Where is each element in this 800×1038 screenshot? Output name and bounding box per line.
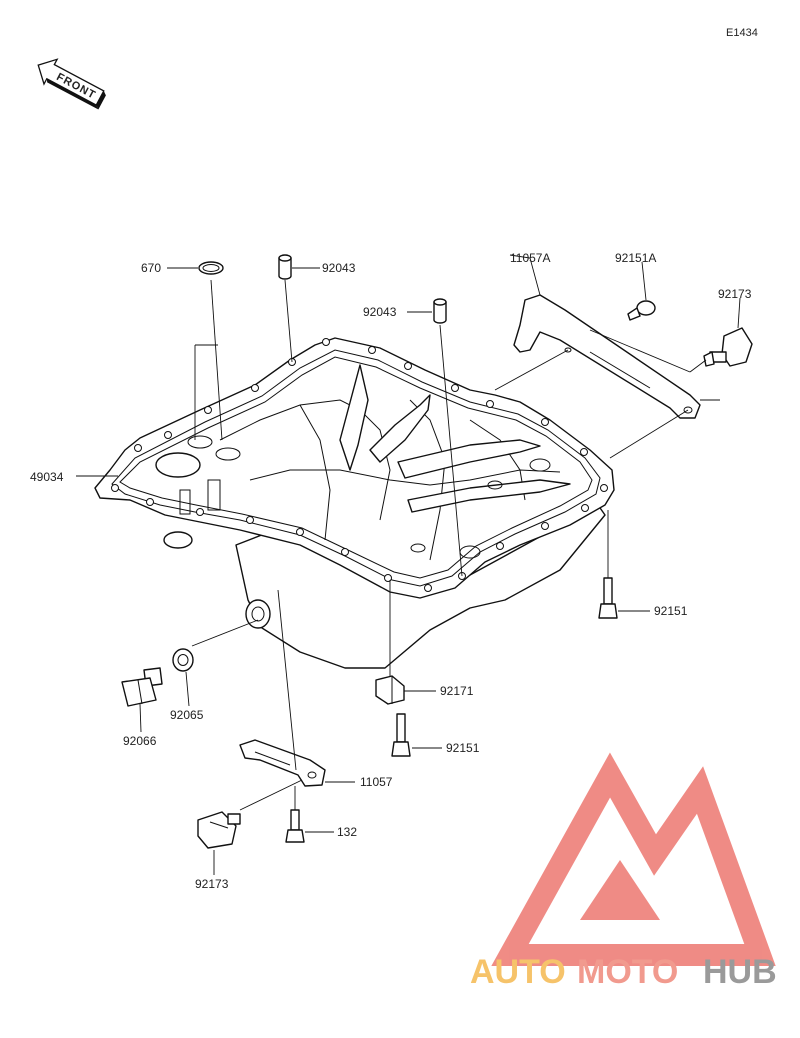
drain-plug-92066: [121, 667, 163, 707]
callout-92171: 92171: [440, 684, 474, 698]
bolt-92151-lower: [391, 713, 411, 757]
dowel-pin-b: [433, 298, 447, 324]
callout-92043-a: 92043: [322, 261, 356, 275]
o-ring-670: [198, 261, 224, 275]
clamp-92171: [375, 675, 405, 705]
callout-11057A: 11057A: [510, 251, 550, 265]
callout-92173-upper: 92173: [718, 287, 752, 301]
callout-92065: 92065: [170, 708, 204, 722]
bolt-132: [285, 809, 305, 843]
bolt-92151-right: [598, 577, 618, 619]
callout-92043-b: 92043: [363, 305, 397, 319]
callout-92151A: 92151A: [615, 251, 656, 265]
callout-92066: 92066: [123, 734, 157, 748]
watermark-text: AUTO MOTO HUB: [470, 953, 777, 991]
watermark-moto: MOTO: [577, 953, 678, 991]
callout-11057: 11057: [360, 775, 393, 789]
callout-132: 132: [337, 825, 357, 839]
clamp-92173-lower: [197, 811, 241, 849]
washer-92065: [172, 648, 194, 672]
watermark-logo-icon: [491, 752, 776, 966]
callout-49034: 49034: [30, 470, 64, 484]
bracket-11057: [239, 739, 326, 787]
callout-92173-lower: 92173: [195, 877, 229, 891]
watermark-auto: AUTO: [470, 953, 566, 991]
oil-pan: [94, 337, 615, 669]
screw-92151A: [627, 300, 656, 321]
watermark-hub: HUB: [703, 953, 777, 991]
callout-92151-right: 92151: [654, 604, 688, 618]
callout-92151-lower: 92151: [446, 741, 480, 755]
diagram-code: E1434: [726, 27, 758, 39]
front-arrow-icon: FRONT: [37, 58, 106, 110]
bracket-11057A: [513, 294, 701, 419]
leader-lines: [76, 254, 741, 875]
callout-670: 670: [141, 261, 161, 275]
dowel-pin-a: [278, 254, 292, 280]
clamp-92173-upper: [703, 327, 753, 367]
